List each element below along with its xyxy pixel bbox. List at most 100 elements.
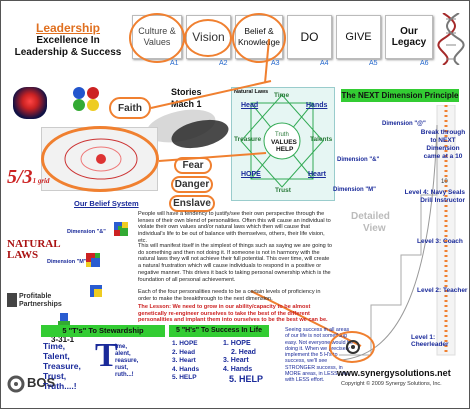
gear-icon — [346, 340, 360, 354]
enslave-pill[interactable]: Enslave — [169, 195, 215, 212]
subtitle-line2: Leadership & Success — [14, 47, 122, 58]
diagram-trust: Trust — [275, 187, 291, 194]
t-item: ruth...! — [115, 372, 134, 378]
diagram-treasure: Treasure — [234, 136, 262, 143]
three-one-one-label: 3-31-1 — [51, 335, 75, 344]
success-item: 4. Hands — [172, 365, 200, 373]
level-1-label: Level 1: Cheerleader — [411, 334, 449, 348]
level-2-label: Level 2: Teacher — [417, 287, 468, 294]
diagram-time: Time — [274, 92, 290, 99]
success-item: 2. Head — [231, 348, 256, 356]
detailed-label: Detailed — [351, 211, 390, 222]
natural-laws-logo: NATURAL LAWS — [7, 238, 60, 261]
level-3-label: Level 3: Coach — [417, 238, 463, 245]
t-item: rust, — [115, 365, 129, 371]
orbit-diagram — [64, 138, 138, 180]
mach-label: Mach 1 — [171, 99, 202, 109]
stewardship-list: Time, Talent, Treasure, Trust, Truth....… — [43, 341, 81, 391]
success-banner: 5 "H's" To Success In Life — [169, 325, 269, 337]
paragraph-3: Each of the four personalities needs to … — [138, 289, 321, 302]
diagram-values: VALUES — [271, 139, 297, 146]
success-item: 5. HELP — [172, 374, 197, 381]
stories-label: Stories — [171, 87, 202, 97]
faith-pill[interactable]: Faith — [109, 97, 151, 119]
t-list: ime, alent, reasure, rust, ruth...! — [115, 344, 138, 379]
view-label: View — [363, 223, 386, 234]
dimension-at-label: Dimension "@" — [382, 121, 426, 127]
success-item: 3. Heart — [223, 357, 249, 364]
lesson-text: The Lesson: We need to grow in our abili… — [138, 304, 328, 324]
diagram-lines — [240, 94, 324, 188]
diagram-hope: HOPE — [241, 171, 261, 178]
stewardship-banner: 5 "T's" To Stewardship — [41, 325, 165, 337]
tag-a2: A2 — [219, 60, 228, 67]
gear-oval — [329, 331, 375, 363]
diagram-talents: Talents — [310, 136, 333, 143]
diagram-natural-laws: Natural Laws — [234, 89, 269, 95]
brain-icon — [13, 87, 47, 119]
tag-a1: A1 — [170, 60, 179, 67]
level-4-label: Level 4: Navy Seals Drill Instructor — [404, 189, 465, 204]
cube-icon — [114, 222, 128, 236]
success-list-right: 1. HOPE 2. Head 3. Heart 4. Hands 5. HEL… — [223, 340, 263, 384]
stewardship-item: Truth....! — [43, 381, 77, 391]
dimension-amp-label: Dimension "&" — [337, 157, 380, 163]
success-item: 1. HOPE — [223, 340, 251, 347]
color-circles-icon — [73, 87, 99, 111]
success-list-left: 1. HOPE 2. Head 3. Heart 4. Hands 5. HEL… — [172, 340, 199, 383]
tag-a3: A3 — [271, 60, 280, 67]
stewardship-item: Talent, — [43, 351, 70, 361]
dimension-m-left: Dimension "M" — [47, 259, 87, 265]
next-dimension-banner: The NEXT Dimension Principle — [341, 89, 459, 102]
header-box-do[interactable]: DO — [287, 15, 332, 59]
big-t-icon: T — [95, 337, 118, 374]
diagram-heart: Heart — [308, 171, 326, 178]
t-item: alent, — [115, 351, 131, 357]
tag-a6: A6 — [420, 60, 429, 67]
header-box-give[interactable]: GIVE — [336, 15, 381, 59]
bos-label: BOS — [27, 375, 56, 390]
seeing-success-text: Seeing success in all areas of our life … — [285, 327, 353, 384]
dna-helix-icon — [437, 13, 465, 65]
five-thirty-one-logo: 5/31 grid — [7, 166, 50, 188]
dimension-amp-left: Dimension "&" — [67, 229, 106, 235]
grid-oval — [41, 126, 159, 192]
subtitle-line1: Excellence In — [36, 35, 100, 46]
tag-a5: A5 — [369, 60, 378, 67]
number-ten: 10 — [441, 179, 448, 185]
t-item: reasure, — [115, 358, 139, 364]
diagram-hands: Hands — [306, 102, 328, 109]
leadership-heading: Leadership — [35, 21, 101, 35]
success-item: 3. Heart — [172, 357, 196, 364]
copyright: Copyright © 2009 Synergy Solutions, Inc. — [341, 381, 442, 387]
stewardship-item: Trust, — [43, 371, 67, 381]
danger-pill[interactable]: Danger — [171, 176, 213, 193]
pp-logo-icon — [7, 293, 17, 307]
profitable-label: Profitable — [19, 293, 52, 300]
cube-icon-3 — [90, 285, 102, 297]
diagram-head: Head — [241, 102, 259, 109]
breakthrough-text: Break through to NEXT Dimension came at … — [420, 129, 466, 160]
tag-a4: A4 — [320, 60, 329, 67]
bos-logo-icon — [7, 375, 25, 393]
success-item: 2. Head — [172, 348, 196, 356]
diagram-help: HELP — [276, 146, 294, 153]
vision-oval — [184, 19, 232, 57]
success-item: 5. HELP — [229, 374, 264, 384]
paragraph-1: People will have a tendency to justify/s… — [138, 211, 331, 244]
dimension-m-label: Dimension "M" — [333, 187, 377, 193]
belief-system-link[interactable]: Our Belief System — [74, 199, 139, 208]
belief-oval — [232, 13, 286, 63]
success-item: 1. HOPE — [172, 340, 198, 347]
cube-icon-2 — [86, 253, 100, 267]
website-url[interactable]: www.synergysolutions.net — [337, 368, 451, 378]
fear-pill[interactable]: Fear — [174, 157, 212, 174]
t-item: ime, — [115, 344, 128, 350]
header-box-legacy[interactable]: Our Legacy — [385, 15, 433, 59]
paragraph-2: This will manifest itself in the simples… — [138, 243, 333, 283]
leadership-title-block: Leadership Excellence In Leadership & Su… — [9, 21, 127, 61]
stewardship-item: Time, — [43, 341, 66, 351]
partnerships-label: Partnerships — [19, 301, 62, 308]
stewardship-item: Treasure, — [43, 361, 81, 371]
